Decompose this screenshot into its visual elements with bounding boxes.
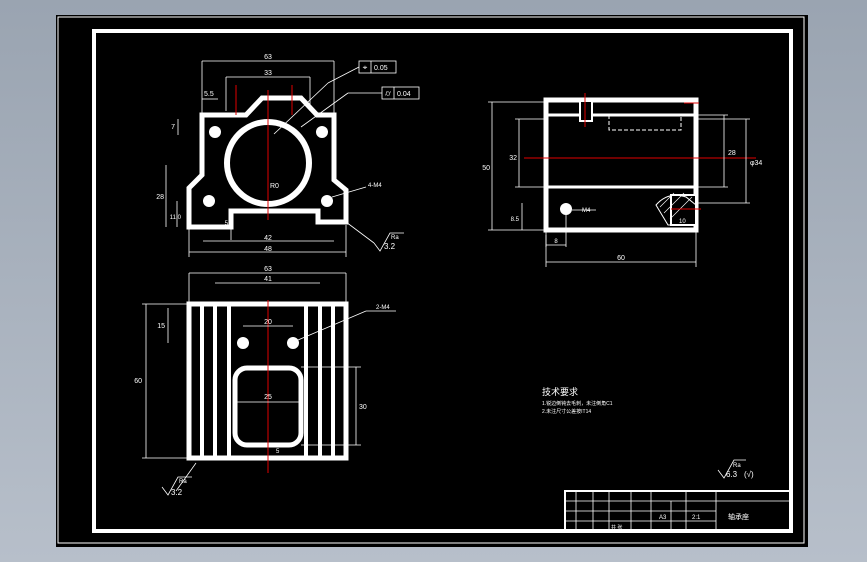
svg-text:2:1: 2:1 <box>692 515 701 521</box>
plan-hole <box>237 337 249 349</box>
dim-text: 63 <box>264 54 272 61</box>
svg-text:2-M4: 2-M4 <box>376 305 390 311</box>
dim-text: 48 <box>264 246 272 253</box>
svg-text:15: 15 <box>157 323 165 330</box>
svg-text:60: 60 <box>134 378 142 385</box>
dim-text: 11.0 <box>170 215 182 221</box>
svg-text:φ34: φ34 <box>750 160 762 167</box>
roughness-icon <box>161 476 192 496</box>
mount-hole <box>321 195 333 207</box>
svg-text:M4: M4 <box>582 208 591 214</box>
plan-hole <box>287 337 299 349</box>
svg-text:60: 60 <box>617 255 625 262</box>
svg-text:28: 28 <box>728 150 736 157</box>
cad-drawing: 63 33 5.5 7 28 11.0 5 42 48 R0 4-M4 ⌖ 0.… <box>57 16 805 544</box>
note-line: 1.锐边倒钝去毛刺，未注倒角C1 <box>542 400 613 407</box>
svg-text:30: 30 <box>359 404 367 411</box>
dim-text: 5.5 <box>204 91 214 98</box>
svg-text:5: 5 <box>276 449 280 455</box>
roughness-icon <box>717 459 746 479</box>
roughness-value: 3.2 <box>384 242 396 251</box>
svg-text:32: 32 <box>509 155 517 162</box>
svg-text:Ra: Ra <box>179 479 187 485</box>
svg-text:63: 63 <box>264 266 272 273</box>
svg-text:8: 8 <box>554 239 558 245</box>
outer-frame <box>57 16 805 544</box>
tolerance-value: 0.05 <box>374 65 388 72</box>
svg-text:41: 41 <box>264 276 272 283</box>
svg-text:10: 10 <box>679 219 686 225</box>
dim-text: 7 <box>171 124 175 131</box>
front-view: 63 33 5.5 7 28 11.0 5 42 48 R0 4-M4 ⌖ 0.… <box>156 54 420 257</box>
dim-text: 42 <box>264 235 272 242</box>
mount-hole <box>203 195 215 207</box>
part-name: 轴承座 <box>728 512 749 521</box>
drawing-border <box>92 29 793 533</box>
svg-text:20: 20 <box>264 319 272 326</box>
svg-text:25: 25 <box>264 394 272 401</box>
svg-text:Ra: Ra <box>733 463 741 469</box>
drawing-viewport[interactable]: 63 33 5.5 7 28 11.0 5 42 48 R0 4-M4 ⌖ 0.… <box>56 15 808 547</box>
note-line: 2.未注尺寸公差按IT14 <box>542 408 591 415</box>
general-roughness: Ra 6.3 (√) <box>717 459 754 479</box>
plan-view: 63 41 20 15 60 25 30 2-M4 5 Ra 3.2 <box>134 266 396 497</box>
roughness-value: 3.2 <box>171 488 183 497</box>
svg-text:6.3: 6.3 <box>726 470 738 479</box>
cylindricity-icon: ⌭ <box>385 89 391 98</box>
svg-text:共 张: 共 张 <box>611 524 622 531</box>
dim-text: 5 <box>225 221 229 227</box>
notes-heading: 技术要求 <box>542 386 578 397</box>
dim-text: 4-M4 <box>368 183 382 189</box>
mount-hole <box>209 126 221 138</box>
tolerance-value: 0.04 <box>397 91 411 98</box>
position-tolerance-icon: ⌖ <box>363 63 368 72</box>
svg-text:A3: A3 <box>659 515 667 521</box>
svg-text:Ra: Ra <box>391 235 399 241</box>
dim-text: 33 <box>264 70 272 77</box>
svg-text:8.5: 8.5 <box>511 217 520 223</box>
side-hole <box>560 203 572 215</box>
roughness-icon <box>373 232 404 252</box>
dim-text: R0 <box>270 183 279 190</box>
mount-hole <box>316 126 328 138</box>
technical-notes: 技术要求 1.锐边倒钝去毛刺，未注倒角C1 2.未注尺寸公差按IT14 <box>542 386 613 415</box>
side-view: 50 32 28 φ34 M4 8.5 10 8 60 <box>482 93 762 267</box>
svg-text:(√): (√) <box>744 470 754 479</box>
title-block: A3 2:1 轴承座 共 张 <box>564 490 792 532</box>
dim-text: 28 <box>156 194 164 201</box>
svg-text:50: 50 <box>482 165 490 172</box>
